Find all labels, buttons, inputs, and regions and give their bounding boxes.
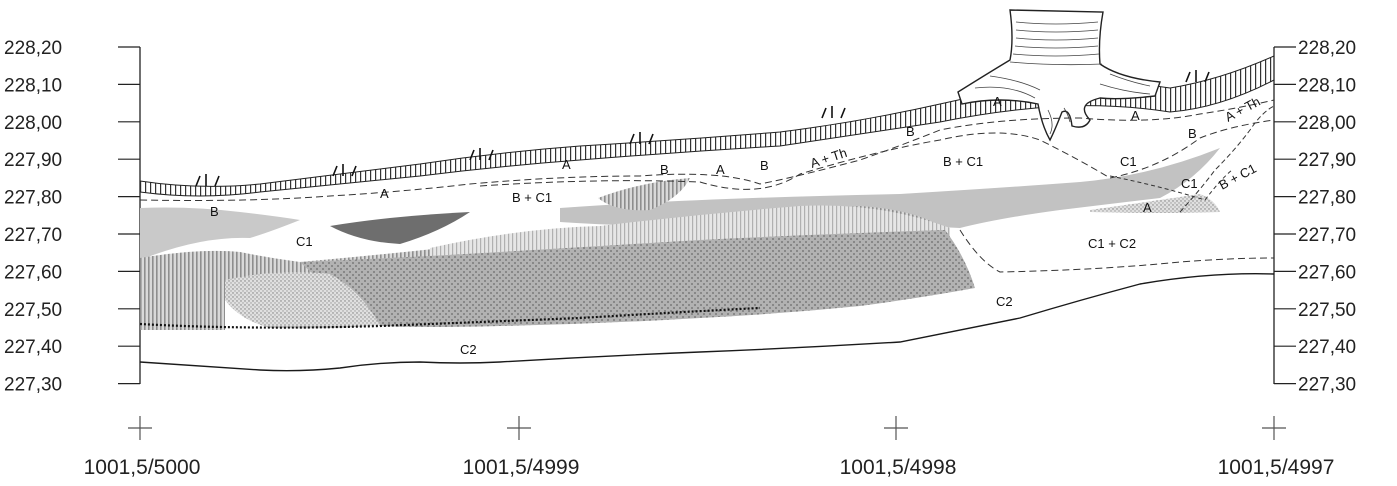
right-elevation-label: 227,90 (1298, 150, 1356, 171)
right-elevation-label: 227,40 (1298, 337, 1356, 358)
right-elevation-label: 227,60 (1298, 262, 1356, 283)
layer-label-b-c1: B + C1 (512, 190, 552, 205)
layer-striped-oval-fill (598, 178, 690, 211)
left-elevation-label: 228,10 (4, 75, 62, 96)
left-elevation-label: 227,70 (4, 225, 62, 246)
grid-label-4997: 1001,5/4997 (1218, 456, 1335, 479)
grid-point-labels: 1001,5/5000 1001,5/4999 1001,5/4998 1001… (84, 456, 1335, 479)
layer-c1-band-fill (560, 148, 1220, 228)
layer-label-c1: C1 (1181, 176, 1198, 191)
surface-turf-band (139, 55, 1275, 197)
layer-label-a-th: A + Th (808, 145, 849, 171)
right-elevation-label: 228,20 (1298, 38, 1356, 59)
left-elevation-axis: 228,20 228,10 228,00 227,90 227,80 227,70 227,… (4, 38, 141, 396)
grid-cross-4 (1262, 416, 1286, 440)
grid-cross-2 (507, 416, 531, 440)
grid-cross-1 (128, 416, 152, 440)
left-elevation-label: 228,20 (4, 38, 62, 59)
layer-label-b-c1: B + C1 (943, 154, 983, 169)
left-axis-ticks: 228,20 228,10 228,00 227,90 227,80 227,70 227,… (4, 38, 140, 396)
boundary-b-right (1109, 169, 1233, 201)
grid-label-5000: 1001,5/5000 (84, 456, 201, 479)
layer-label-b: B (210, 204, 219, 219)
boundary-lines (139, 99, 1275, 372)
left-elevation-label: 227,60 (4, 262, 62, 283)
right-axis-ticks: 228,20 228,10 228,00 227,90 227,80 227,70 227,… (1274, 38, 1356, 396)
layer-b-left-fill (140, 207, 300, 260)
layer-stipple-fill (225, 272, 380, 329)
layer-label-b: B (1188, 126, 1197, 141)
right-elevation-label: 227,70 (1298, 225, 1356, 246)
left-elevation-label: 227,80 (4, 188, 62, 209)
layer-label-c2: C2 (996, 294, 1013, 309)
left-elevation-label: 227,50 (4, 300, 62, 321)
boundary-a-b (139, 99, 1275, 201)
layer-label-c1-c2: C1 + C2 (1088, 236, 1136, 251)
left-elevation-label: 227,90 (4, 150, 62, 171)
soil-layer-fills (140, 148, 1220, 330)
grid-label-4998: 1001,5/4998 (840, 456, 957, 479)
layer-striped-lower-fill (140, 256, 225, 330)
right-elevation-label: 227,80 (1298, 188, 1356, 209)
layer-label-a: A (380, 186, 389, 201)
layer-label-a: A (1143, 200, 1152, 215)
layer-label-b: B (760, 158, 769, 173)
boundary-c1-c2 (959, 229, 1275, 273)
layer-label-a: A (993, 94, 1002, 109)
right-elevation-label: 228,00 (1298, 113, 1356, 134)
dotted-horizon-line (139, 306, 761, 329)
tree-stump (957, 9, 1161, 142)
profile-base-line (139, 273, 1275, 372)
layer-label-b: B (906, 124, 915, 139)
boundary-b-c1 (479, 119, 1275, 190)
layer-label-a: A (1131, 108, 1140, 123)
layer-stipple-right-fill (1090, 194, 1220, 213)
right-elevation-axis: 228,20 228,10 228,00 227,90 227,80 227,70 227,… (1273, 38, 1356, 396)
grid-cross-3 (884, 416, 908, 440)
grid-label-4999: 1001,5/4999 (463, 456, 580, 479)
left-elevation-label: 227,30 (4, 375, 62, 396)
layer-dark-lens-fill (330, 212, 470, 244)
layer-label-c2: C2 (460, 342, 477, 357)
layer-label-b: B (660, 162, 669, 177)
layer-label-c1: C1 (1120, 154, 1137, 169)
layer-label-c1: C1 (296, 234, 313, 249)
right-elevation-label: 227,30 (1298, 375, 1356, 396)
layer-label-a: A (716, 162, 725, 177)
grass-marks (195, 70, 1210, 187)
grid-point-crosses (128, 416, 1286, 440)
left-elevation-label: 228,00 (4, 113, 62, 134)
right-elevation-label: 227,50 (1298, 300, 1356, 321)
right-elevation-label: 228,10 (1298, 75, 1356, 96)
layer-label-b-c1: B + C1 (1216, 161, 1258, 193)
layer-label-a: A (562, 157, 571, 172)
layer-dotted-fill (300, 230, 975, 327)
left-elevation-label: 227,40 (4, 337, 62, 358)
boundary-right-vertical (1179, 105, 1275, 213)
